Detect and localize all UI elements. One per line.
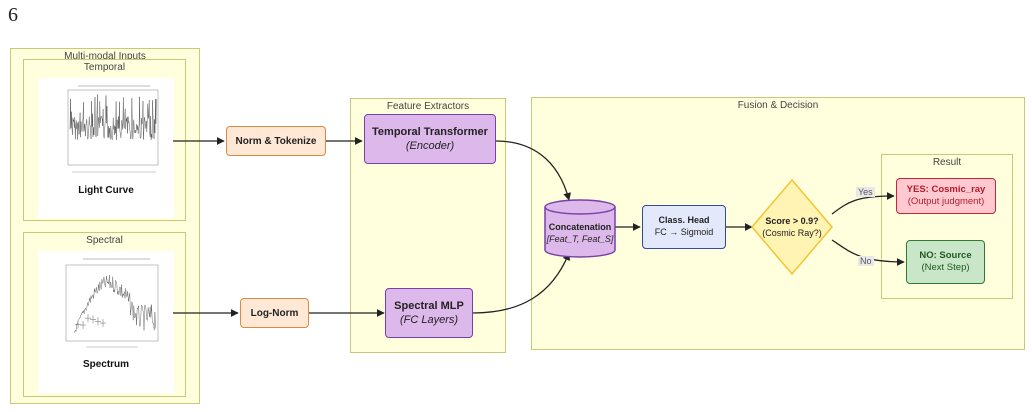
spectrum-line [73,275,156,334]
decision-sub: (Cosmic Ray?) [762,228,822,238]
spectral-mlp-node: Spectral MLP (FC Layers) [385,288,473,338]
temporal-cluster: Temporal Light Curve [23,59,186,221]
light-curve-caption: Light Curve [78,185,134,196]
spectrum-error-bar [75,320,81,329]
page-number: 6 [8,4,18,26]
temporal-transformer-label: Temporal Transformer [372,125,488,138]
norm-tokenize-label: Norm & Tokenize [235,135,317,147]
no-source-node: NO: Source (Next Step) [906,240,985,284]
spectral-title: Spectral [86,235,123,246]
edge-decision-to-yes [831,192,895,215]
light-curve-plot [67,85,159,173]
light-curve-trace [69,94,157,140]
decision-node: Score > 0.9? (Cosmic Ray?) [752,207,832,247]
result-title: Result [932,157,962,168]
edge-mlp-to-concat [472,252,570,314]
light-curve-card: Light Curve [38,78,174,218]
log-norm-node: Log-Norm [240,298,309,328]
concatenation-label: Concatenation [548,221,612,232]
spectrum-error-bar [90,315,96,324]
spectrum-error-bar [85,314,91,323]
concatenation-node: Concatenation [Feat_T, Feat_S] [543,213,617,253]
multi-modal-inputs-title: Multi-modal Inputs [64,51,146,62]
edge-transformer-to-concat [495,140,571,201]
spectrum-error-bar [80,321,86,330]
class-head-sub: FC → Sigmoid [654,227,714,237]
yes-node-label: YES: Cosmic_ray [906,183,986,195]
spectrum-card: Spectrum [38,251,174,393]
log-norm-label: Log-Norm [250,307,299,319]
class-head-node: Class. Head FC → Sigmoid [642,205,726,249]
yes-node-sub: (Output judgment) [907,196,985,207]
no-edge-label: No [858,256,874,266]
yes-edge-label: Yes [856,187,875,197]
spectral-cluster: Spectral Spectrum [23,232,186,397]
concatenation-cylinder-shape [544,199,616,258]
class-head-label: Class. Head [658,215,710,226]
spectrum-caption: Spectrum [82,359,130,370]
decision-diamond-shape [751,178,833,276]
decision-label: Score > 0.9? [765,215,819,226]
fusion-decision-title: Fusion & Decision [737,100,819,111]
yes-cosmic-ray-node: YES: Cosmic_ray (Output judgment) [896,178,996,214]
no-node-sub: (Next Step) [921,262,970,273]
spectral-mlp-label: Spectral MLP [394,299,464,312]
spectrum-trace [73,275,156,334]
feature-extractors-title: Feature Extractors [386,101,470,112]
temporal-transformer-sub: (Encoder) [405,140,455,152]
norm-tokenize-node: Norm & Tokenize [226,126,326,156]
spectrum-error-bar [95,317,101,326]
no-node-label: NO: Source [919,249,972,261]
temporal-title: Temporal [83,62,126,73]
spectrum-plot [65,258,159,348]
temporal-transformer-node: Temporal Transformer (Encoder) [364,114,496,164]
spectrum-error-bar [100,319,106,328]
concatenation-sub: [Feat_T, Feat_S] [546,234,614,244]
edge-decision-to-no [831,239,905,266]
spectral-mlp-sub: (FC Layers) [399,314,459,326]
light-curve-line [69,94,157,140]
